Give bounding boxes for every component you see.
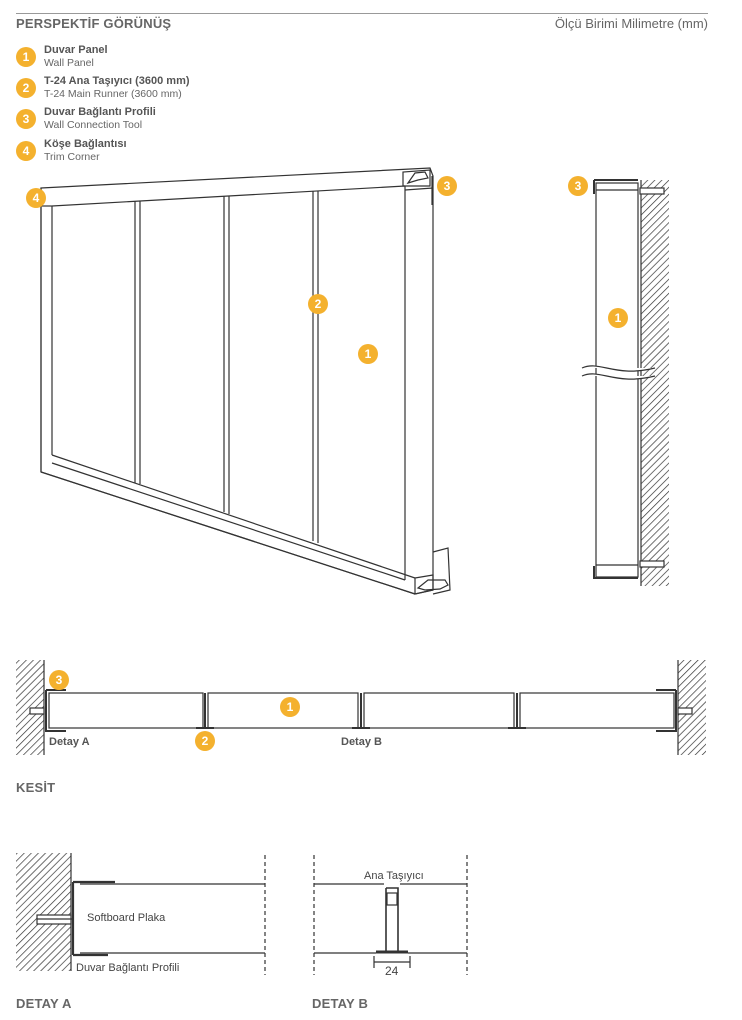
detail-a-drawing bbox=[16, 853, 266, 975]
detail-b-drawing bbox=[313, 855, 468, 975]
callout-3-wall-connection: 3 bbox=[437, 176, 457, 196]
callout-1-section: 1 bbox=[280, 697, 300, 717]
legend-label-tr: T-24 Ana Taşıyıcı (3600 mm) bbox=[44, 75, 190, 87]
legend-label-tr: Duvar Panel bbox=[44, 44, 108, 56]
callout-1-side-view: 1 bbox=[608, 308, 628, 328]
legend-label-en: Wall Panel bbox=[44, 57, 94, 69]
legend-label-en: Wall Connection Tool bbox=[44, 119, 143, 131]
detail-a-title: DETAY A bbox=[16, 996, 72, 1011]
badge-3: 3 bbox=[16, 109, 36, 129]
badge-1: 1 bbox=[16, 47, 36, 67]
callout-2-main-runner: 2 bbox=[308, 294, 328, 314]
page-title: PERSPEKTİF GÖRÜNÜŞ bbox=[16, 16, 172, 31]
section-title: KESİT bbox=[16, 780, 56, 795]
dimension-24: 24 bbox=[385, 964, 399, 978]
legend-label-tr: Köşe Bağlantısı bbox=[44, 138, 127, 150]
legend-label-en: T-24 Main Runner (3600 mm) bbox=[44, 88, 182, 100]
legend-label-tr: Duvar Bağlantı Profili bbox=[44, 106, 156, 118]
callout-4-trim-corner: 4 bbox=[26, 188, 46, 208]
units-note: Ölçü Birimi Milimetre (mm) bbox=[554, 16, 708, 31]
softboard-label: Softboard Plaka bbox=[87, 912, 166, 924]
detail-b-title: DETAY B bbox=[312, 996, 369, 1011]
callout-3-side-view: 3 bbox=[568, 176, 588, 196]
side-elevation bbox=[581, 179, 669, 586]
wall-profile-label: Duvar Bağlantı Profili bbox=[76, 962, 180, 974]
badge-2: 2 bbox=[16, 78, 36, 98]
perspective-view bbox=[40, 167, 451, 595]
callout-2-section: 2 bbox=[195, 731, 215, 751]
main-runner-label: Ana Taşıyıcı bbox=[364, 870, 424, 882]
detail-a-tag: Detay A bbox=[49, 736, 90, 748]
section-drawing bbox=[16, 660, 706, 755]
callout-1-wall-panel: 1 bbox=[358, 344, 378, 364]
callout-3-section: 3 bbox=[49, 670, 69, 690]
legend-label-en: Trim Corner bbox=[44, 151, 100, 163]
detail-b-tag: Detay B bbox=[341, 736, 382, 748]
badge-4: 4 bbox=[16, 141, 36, 161]
header-rule bbox=[16, 13, 708, 14]
